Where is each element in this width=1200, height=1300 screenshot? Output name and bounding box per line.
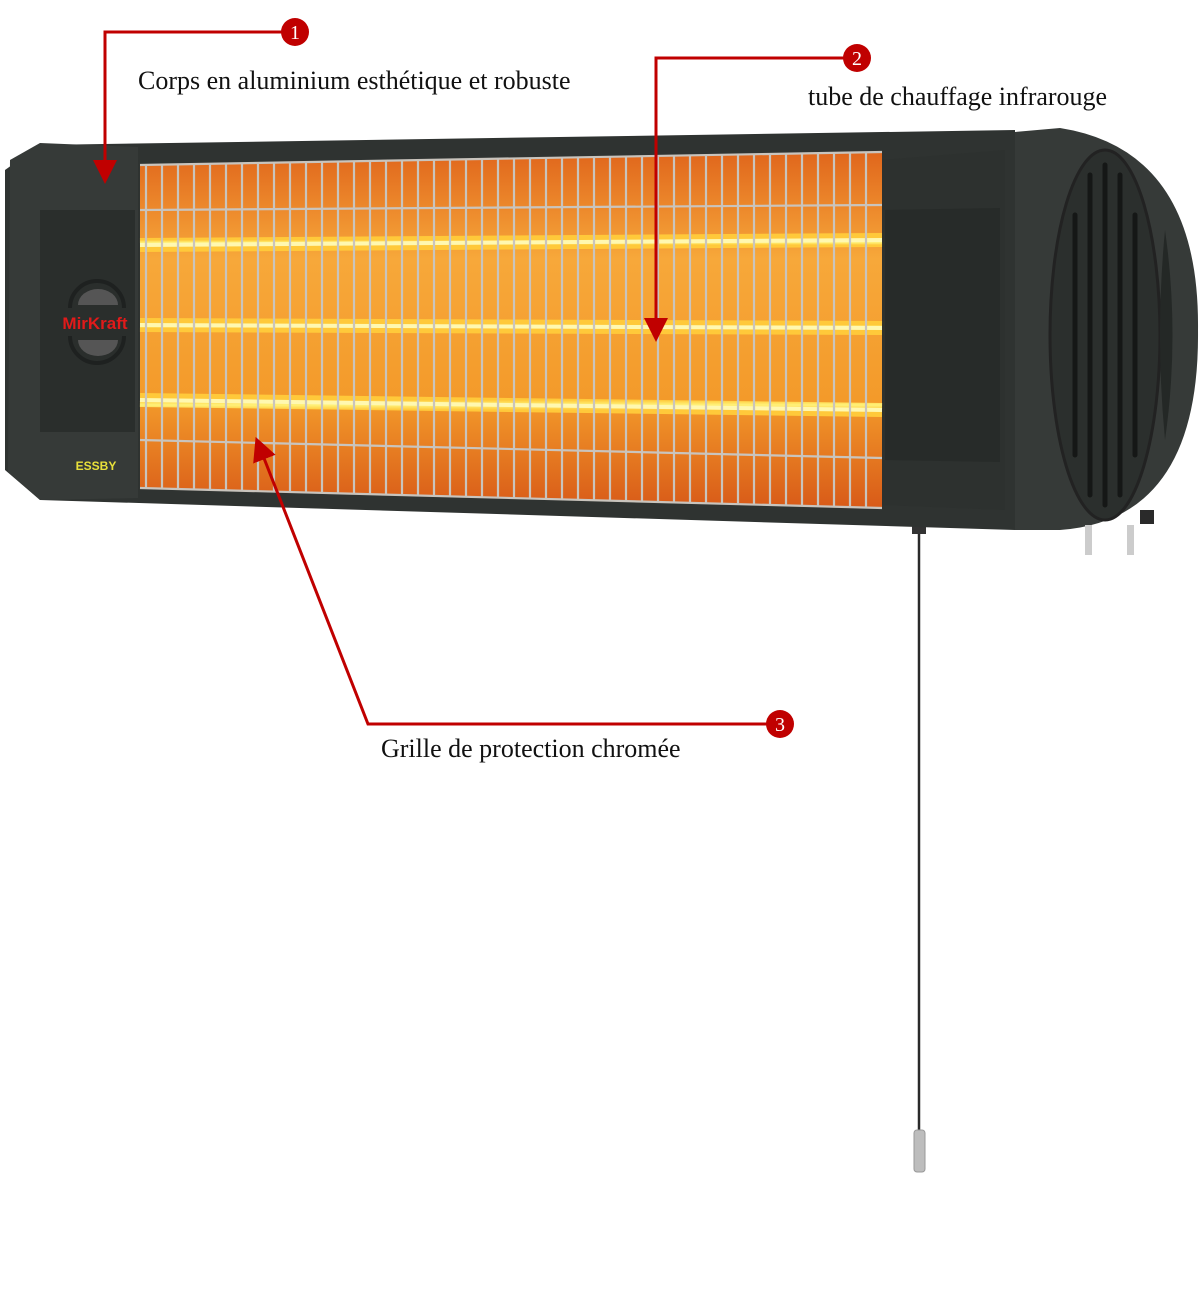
- heating-element-area: [139, 150, 883, 510]
- brand-logo-text: MirKraft: [62, 314, 128, 333]
- grille-rail: [139, 203, 883, 212]
- callout-2-label: tube de chauffage infrarouge: [808, 82, 1108, 111]
- callout-1-badge: [281, 18, 309, 46]
- grille-rail-bottom: [139, 486, 883, 510]
- pull-cord-handle[interactable]: [913, 1129, 926, 1173]
- callout-1-number: 1: [290, 22, 300, 44]
- callout-3-number: 3: [775, 714, 785, 736]
- infrared-tube-core: [139, 323, 883, 330]
- callout-1-label: Corps en aluminium esthétique et robuste: [138, 66, 571, 95]
- pull-cord[interactable]: [912, 522, 926, 1173]
- chrome-grille: [139, 150, 883, 510]
- callout-2-number: 2: [852, 48, 862, 70]
- brand-logo: MirKraft: [62, 279, 128, 365]
- callout-3: 3: [253, 436, 794, 738]
- model-label: ESSBY: [76, 459, 117, 473]
- infrared-tube-core: [139, 238, 883, 247]
- infrared-tubes: [139, 233, 883, 417]
- callout-3-label: Grille de protection chromée: [381, 734, 681, 763]
- callout-1: 1: [93, 18, 309, 184]
- callout-2: 2: [644, 44, 871, 342]
- callout-2-badge: [843, 44, 871, 72]
- grille-rail-top: [139, 150, 883, 167]
- infrared-tube-core: [139, 398, 883, 412]
- callout-3-badge: [766, 710, 794, 738]
